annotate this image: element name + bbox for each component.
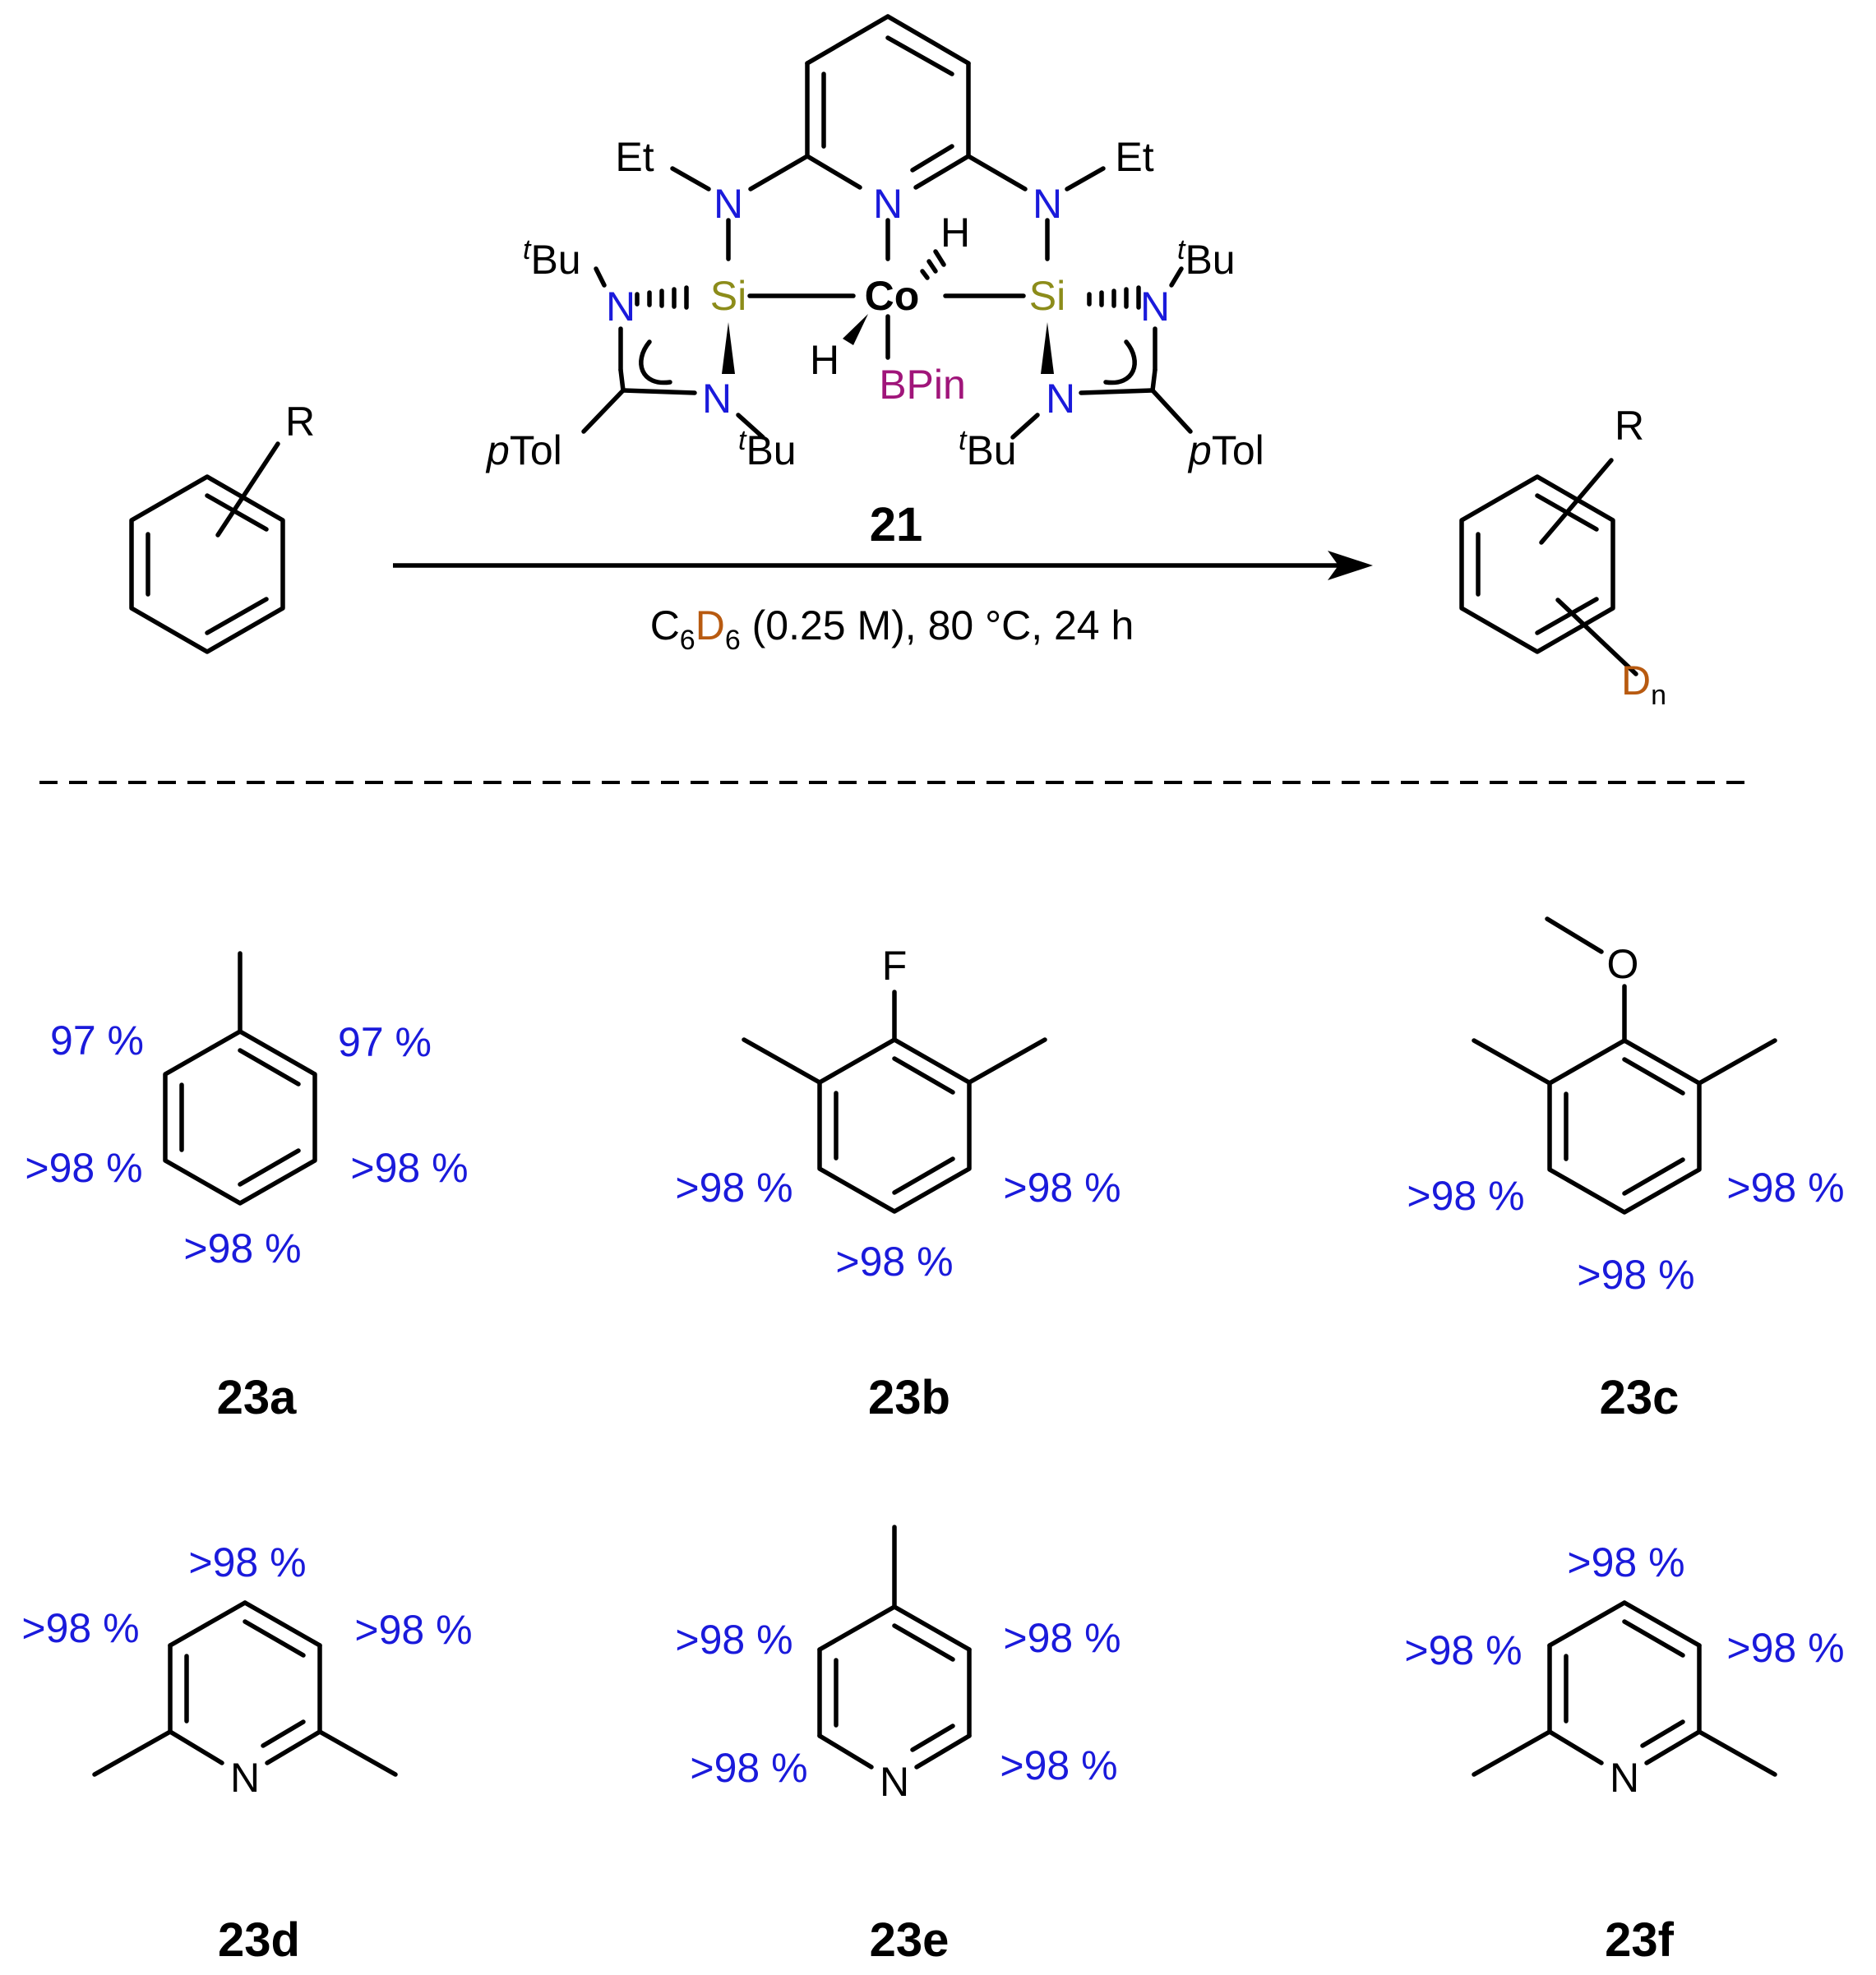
product-23f: N >98 % >98 % >98 % 23f [1404, 1539, 1844, 1967]
product-23b-bonds [742, 990, 1047, 1214]
product-23f-pct-top: >98 % [1567, 1539, 1684, 1585]
catalyst-pyridine-ring [805, 14, 971, 190]
reactant-r-group: R [285, 399, 315, 445]
product-23a-pct-para: >98 % [183, 1225, 301, 1271]
product-23b-pct-right: >98 % [1003, 1165, 1121, 1211]
product-ring [1459, 458, 1638, 676]
product-23c-heteroatom: O [1607, 941, 1639, 987]
product-23d-heteroatom: N [230, 1755, 260, 1801]
product-23d-bonds [92, 1600, 398, 1777]
catalyst-tbu-lower-right: tBu [959, 425, 1017, 473]
product-23f-heteroatom: N [1610, 1755, 1639, 1801]
reaction-conditions: C6D6 (0.25 M), 80 °C, 24 h [650, 602, 1134, 656]
product-23f-pct-right: >98 % [1726, 1625, 1844, 1671]
catalyst-right-arm-bonds [966, 154, 1106, 261]
product-23e-pct-upper-left: >98 % [675, 1617, 792, 1663]
product-23e-heteroatom: N [880, 1759, 909, 1805]
product-23b-pct-left: >98 % [675, 1165, 792, 1211]
catalyst-right-hash-wedge [1087, 285, 1141, 310]
catalyst-co-h-wedge [843, 314, 868, 345]
catalyst-right-amidinate [1010, 266, 1193, 440]
product-deuterium: Dn [1621, 658, 1666, 711]
catalyst-co-h-hash [920, 249, 946, 280]
catalyst-ptol-left: pTol [485, 427, 562, 473]
catalyst-right-ethyl: Et [1115, 134, 1153, 180]
product-23e-pct-lower-left: >98 % [690, 1745, 807, 1791]
catalyst-pyridine-n: N [873, 181, 903, 227]
product-23a-label: 23a [217, 1371, 298, 1424]
catalyst-right-amine-n: N [1033, 181, 1062, 227]
catalyst-left-solid-wedge [722, 322, 735, 374]
catalyst-right-amidinate-n2: N [1046, 376, 1075, 422]
product-23c-label: 23c [1600, 1371, 1680, 1424]
product-23e-label: 23e [870, 1913, 950, 1967]
product-23d: N >98 % >98 % >98 % 23d [21, 1539, 472, 1967]
product-23d-label: 23d [218, 1913, 300, 1967]
product-23a-pct-meta-left: >98 % [25, 1145, 142, 1191]
catalyst-right-amidinate-n1: N [1140, 284, 1170, 330]
reaction-arrow [393, 551, 1373, 580]
catalyst-ptol-right: pTol [1187, 427, 1264, 473]
catalyst-hydride-lower: H [810, 337, 839, 383]
product-23c-pct-para: >98 % [1577, 1252, 1694, 1298]
catalyst-label: 21 [870, 498, 923, 551]
catalyst-left-amine-n: N [714, 181, 743, 227]
product-23b-label: 23b [868, 1371, 950, 1424]
catalyst-left-amidinate-n1: N [606, 284, 635, 330]
product-23c: O >98 % >98 % >98 % 23c [1407, 916, 1845, 1424]
product-23a: 97 % 97 % >98 % >98 % >98 % 23a [25, 951, 469, 1424]
catalyst-right-solid-wedge [1041, 322, 1054, 374]
reactant-ring [129, 441, 285, 654]
product-23c-pct-left: >98 % [1407, 1173, 1524, 1219]
catalyst-left-arm-bonds [670, 154, 1026, 360]
product-23e-pct-lower-right: >98 % [1000, 1742, 1117, 1788]
product-23b-pct-para: >98 % [835, 1239, 953, 1285]
product-23a-pct-ortho-right: 97 % [338, 1019, 432, 1065]
reactant-arene: R [129, 399, 315, 654]
product-23b-heteroatom: F [882, 943, 908, 989]
product-23e-pct-upper-right: >98 % [1003, 1615, 1121, 1661]
product-23e-bonds [817, 1525, 972, 1770]
product-23d-pct-right: >98 % [354, 1607, 472, 1653]
product-23d-pct-left: >98 % [21, 1605, 139, 1651]
catalyst-tbu-upper-right: tBu [1177, 234, 1236, 283]
catalyst-left-silicon: Si [710, 273, 746, 319]
catalyst-21: N N N Et Et Si Si Co H H BPin N N N N tB… [485, 14, 1264, 551]
product-23e: N >98 % >98 % >98 % >98 % 23e [675, 1525, 1121, 1967]
catalyst-left-ethyl: Et [615, 134, 654, 180]
product-r-group: R [1615, 403, 1644, 449]
product-23a-bonds [163, 951, 317, 1206]
catalyst-left-amidinate [581, 266, 765, 440]
product-23c-bonds [1472, 916, 1777, 1215]
catalyst-left-hash-wedge [635, 285, 689, 310]
product-arene: R Dn [1459, 403, 1666, 711]
catalyst-right-silicon: Si [1029, 273, 1065, 319]
catalyst-tbu-lower-left: tBu [738, 425, 797, 473]
product-23f-pct-left: >98 % [1404, 1627, 1522, 1673]
catalyst-boryl: BPin [879, 362, 966, 408]
product-23a-pct-meta-right: >98 % [350, 1145, 468, 1191]
catalyst-left-amidinate-n2: N [702, 376, 732, 422]
product-23b: F >98 % >98 % >98 % 23b [675, 943, 1121, 1424]
product-23f-label: 23f [1605, 1913, 1675, 1967]
catalyst-cobalt: Co [865, 273, 920, 319]
product-23d-pct-top: >98 % [188, 1539, 306, 1585]
product-23a-pct-ortho-left: 97 % [50, 1017, 144, 1064]
catalyst-tbu-upper-left: tBu [523, 234, 581, 283]
catalyst-hydride-upper: H [940, 210, 970, 256]
product-23c-pct-right: >98 % [1726, 1165, 1844, 1211]
product-23f-bonds [1472, 1600, 1777, 1777]
